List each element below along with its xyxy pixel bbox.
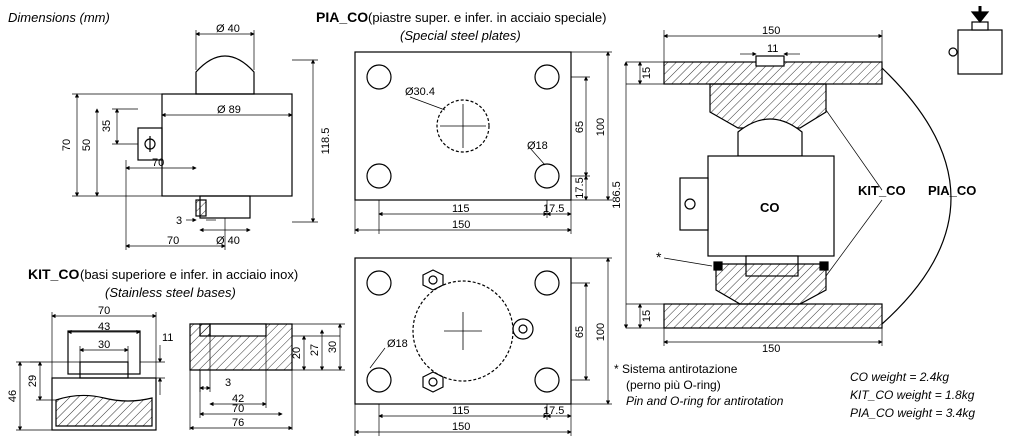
note-star-en: Pin and O-ring for antirotation [626, 394, 784, 408]
dim-kit-70b: 70 [232, 403, 244, 415]
dim-asm-15-top: 15 [641, 67, 653, 79]
dim-70-w1: 70 [152, 157, 164, 169]
dim-115-top: 115 [452, 203, 470, 215]
dim-d18-top: Ø18 [527, 140, 548, 152]
dim-kit-27: 27 [309, 344, 321, 356]
pia-title-it: (piastre super. e infer. in acciaio spec… [368, 10, 606, 25]
note-star: * Sistema antirotazione [614, 362, 738, 376]
dim-d30-4: Ø30.4 [405, 86, 435, 98]
kit-label: KIT_CO [858, 183, 906, 198]
dim-kit-70: 70 [98, 305, 110, 317]
dim-asm-150-bot: 150 [762, 343, 780, 355]
dim-d40-bot: Ø 40 [216, 235, 240, 247]
dim-118-5: 118.5 [320, 128, 332, 155]
dim-70-h: 70 [61, 139, 73, 151]
dim-asm-11: 11 [767, 43, 778, 55]
co-label: CO [760, 200, 780, 215]
dim-d40-top: Ø 40 [216, 23, 240, 35]
dim-17-5-bot: 17.5 [543, 405, 564, 417]
dim-asm-15-bot: 15 [641, 310, 653, 322]
dim-kit-3: 3 [225, 377, 231, 389]
dim-3: 3 [176, 215, 182, 227]
dim-kit-11: 11 [162, 332, 173, 344]
dim-asm-150-top: 150 [762, 25, 780, 37]
dim-kit-20: 20 [291, 347, 303, 359]
dim-17-5-top-h: 17.5 [574, 177, 586, 198]
dim-35: 35 [101, 120, 113, 132]
kit-section-view [189, 323, 293, 371]
note-star-2: (perno più O-ring) [626, 378, 721, 392]
dim-100-top: 100 [595, 118, 607, 136]
star-marker: * [656, 249, 662, 265]
weight-pia: PIA_CO weight = 3.4kg [850, 406, 975, 420]
pia-title: PIA_CO [316, 9, 368, 25]
dim-65-bot: 65 [574, 326, 586, 338]
pia-plate-top [354, 51, 572, 201]
dim-115-bot: 115 [452, 405, 470, 417]
dim-kit-29: 29 [27, 375, 39, 387]
dim-17-5-top: 17.5 [543, 203, 564, 215]
weight-co: CO weight = 2.4kg [850, 370, 949, 384]
pia-plate-bottom [354, 257, 572, 405]
dim-d89: Ø 89 [217, 104, 241, 116]
dim-kit-30v: 30 [327, 341, 339, 353]
dim-d18-bot: Ø18 [387, 338, 408, 350]
dim-100-bot: 100 [595, 323, 607, 341]
pia-title-en: (Special steel plates) [400, 28, 521, 43]
dim-kit-42: 42 [232, 393, 244, 405]
dim-kit-30: 30 [98, 339, 110, 351]
dim-kit-46: 46 [7, 390, 19, 402]
dim-150-bot: 150 [452, 421, 470, 433]
weight-kit: KIT_CO weight = 1.8kg [850, 388, 975, 402]
dim-70-w2: 70 [167, 235, 179, 247]
assembly-view [663, 6, 1003, 329]
pia-label: PIA_CO [928, 183, 976, 198]
kit-title-it: (basi superiore e infer. in acciaio inox… [80, 267, 298, 282]
dimensions-caption: Dimensions (mm) [8, 10, 110, 25]
dim-asm-186-5: 186.5 [611, 181, 623, 209]
dim-150-top: 150 [452, 219, 470, 231]
kit-title-en: (Stainless steel bases) [105, 285, 236, 300]
load-cell-view [137, 55, 293, 219]
dim-50: 50 [81, 139, 93, 151]
dim-65-top: 65 [574, 121, 586, 133]
dim-kit-43: 43 [98, 321, 110, 333]
kit-side-view [51, 330, 157, 431]
dim-kit-76: 76 [232, 417, 244, 429]
kit-title: KIT_CO [28, 266, 79, 282]
